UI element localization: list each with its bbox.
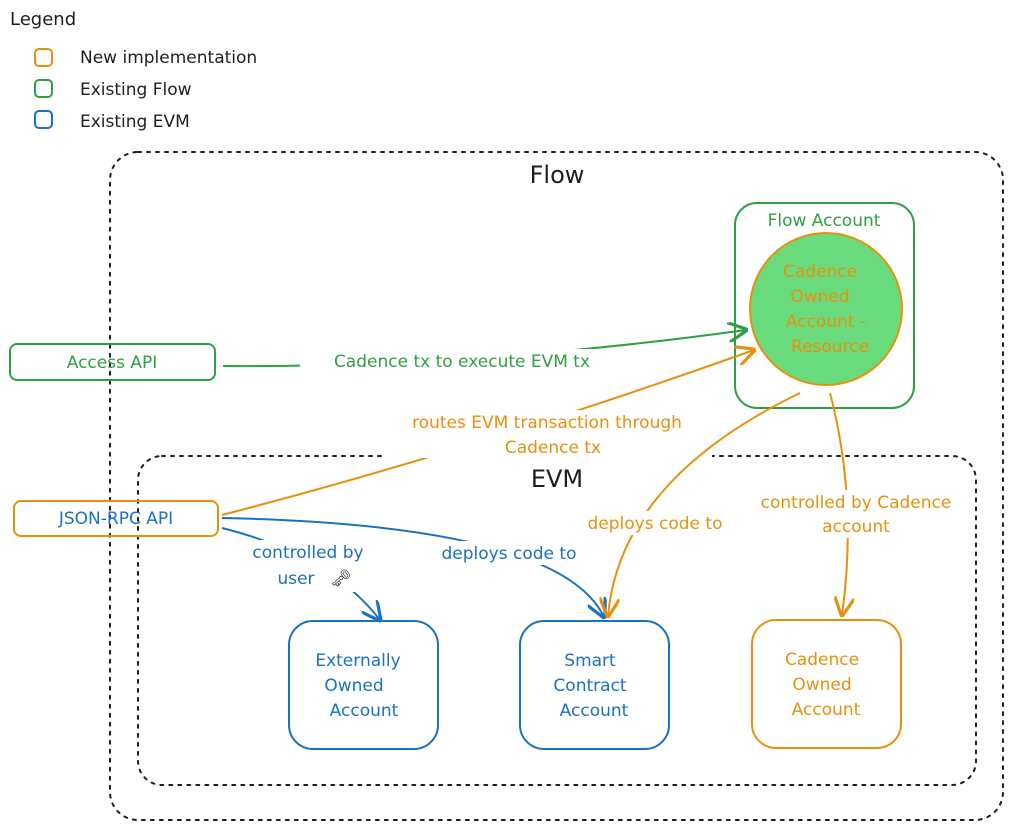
- legend-swatch-blue: [34, 110, 53, 129]
- coa-resource-label-line1: Cadence: [783, 262, 857, 282]
- edge-label-background-deploys-blue: [428, 541, 590, 565]
- edge-label-controlled-cadence-line1: controlled by Cadence: [761, 493, 952, 513]
- legend-label-existing-evm: Existing EVM: [80, 112, 190, 132]
- json-rpc-api-node: [13, 500, 219, 537]
- edge-label-routes-line2: Cadence tx: [505, 438, 601, 458]
- edge-label-background-cadence-control: [748, 490, 966, 538]
- flow-account-box: [734, 202, 915, 409]
- coa-resource-label-line3: Account -: [786, 312, 866, 332]
- edge-label-background: [300, 349, 622, 373]
- edge-label-routes-line1: routes EVM transaction through: [412, 413, 682, 433]
- edge-label-background-deploys-orange: [574, 511, 736, 535]
- legend: Legend New implementation Existing Flow …: [10, 9, 257, 132]
- edge-label-deploys-blue: deploys code to: [442, 544, 577, 564]
- legend-swatch-orange: [34, 48, 53, 67]
- coa-label-line1: Cadence: [785, 650, 859, 670]
- evm-container-title: EVM: [531, 465, 583, 493]
- eoa-label-line3: Account: [330, 701, 399, 721]
- coa-resource-node: [749, 232, 903, 386]
- access-api-node: [9, 343, 216, 381]
- coa-label-line3: Account: [792, 700, 861, 720]
- edge-label-controlled-cadence-line2: account: [822, 517, 890, 537]
- smart-contract-label-line1: Smart: [564, 651, 616, 671]
- flow-account-title: Flow Account: [768, 211, 881, 231]
- smart-contract-label-line3: Account: [560, 701, 629, 721]
- edge-label-controlled-by-user-line2: user: [277, 569, 314, 589]
- edge-label-cadence-tx: Cadence tx to execute EVM tx: [334, 352, 590, 372]
- eoa-label-line1: Externally: [315, 651, 400, 671]
- eoa-label-line2: Owned: [324, 676, 383, 696]
- access-api-label: Access API: [67, 353, 158, 373]
- edge-coa-resource-to-smart-contract: [608, 392, 801, 616]
- edge-label-background-user: [240, 540, 370, 592]
- legend-label-new-implementation: New implementation: [80, 48, 257, 68]
- flow-container-title: Flow: [530, 161, 585, 189]
- cadence-owned-account-node: [751, 619, 902, 749]
- key-icon: 🗝: [330, 569, 352, 589]
- coa-label-line2: Owned: [792, 675, 851, 695]
- coa-resource-label-line4: Resource: [791, 337, 869, 357]
- json-rpc-api-label: JSON-RPC API: [58, 509, 173, 529]
- legend-title: Legend: [10, 9, 76, 30]
- edge-label-background-routes: [384, 410, 712, 458]
- flow-container: [109, 151, 1004, 821]
- coa-resource-label-line2: Owned: [790, 287, 849, 307]
- legend-swatch-green: [34, 79, 53, 98]
- edge-label-controlled-by-user-line1: controlled by: [252, 543, 363, 563]
- legend-label-existing-flow: Existing Flow: [80, 80, 192, 100]
- edge-label-deploys-orange: deploys code to: [588, 514, 723, 534]
- smart-contract-label-line2: Contract: [553, 676, 626, 696]
